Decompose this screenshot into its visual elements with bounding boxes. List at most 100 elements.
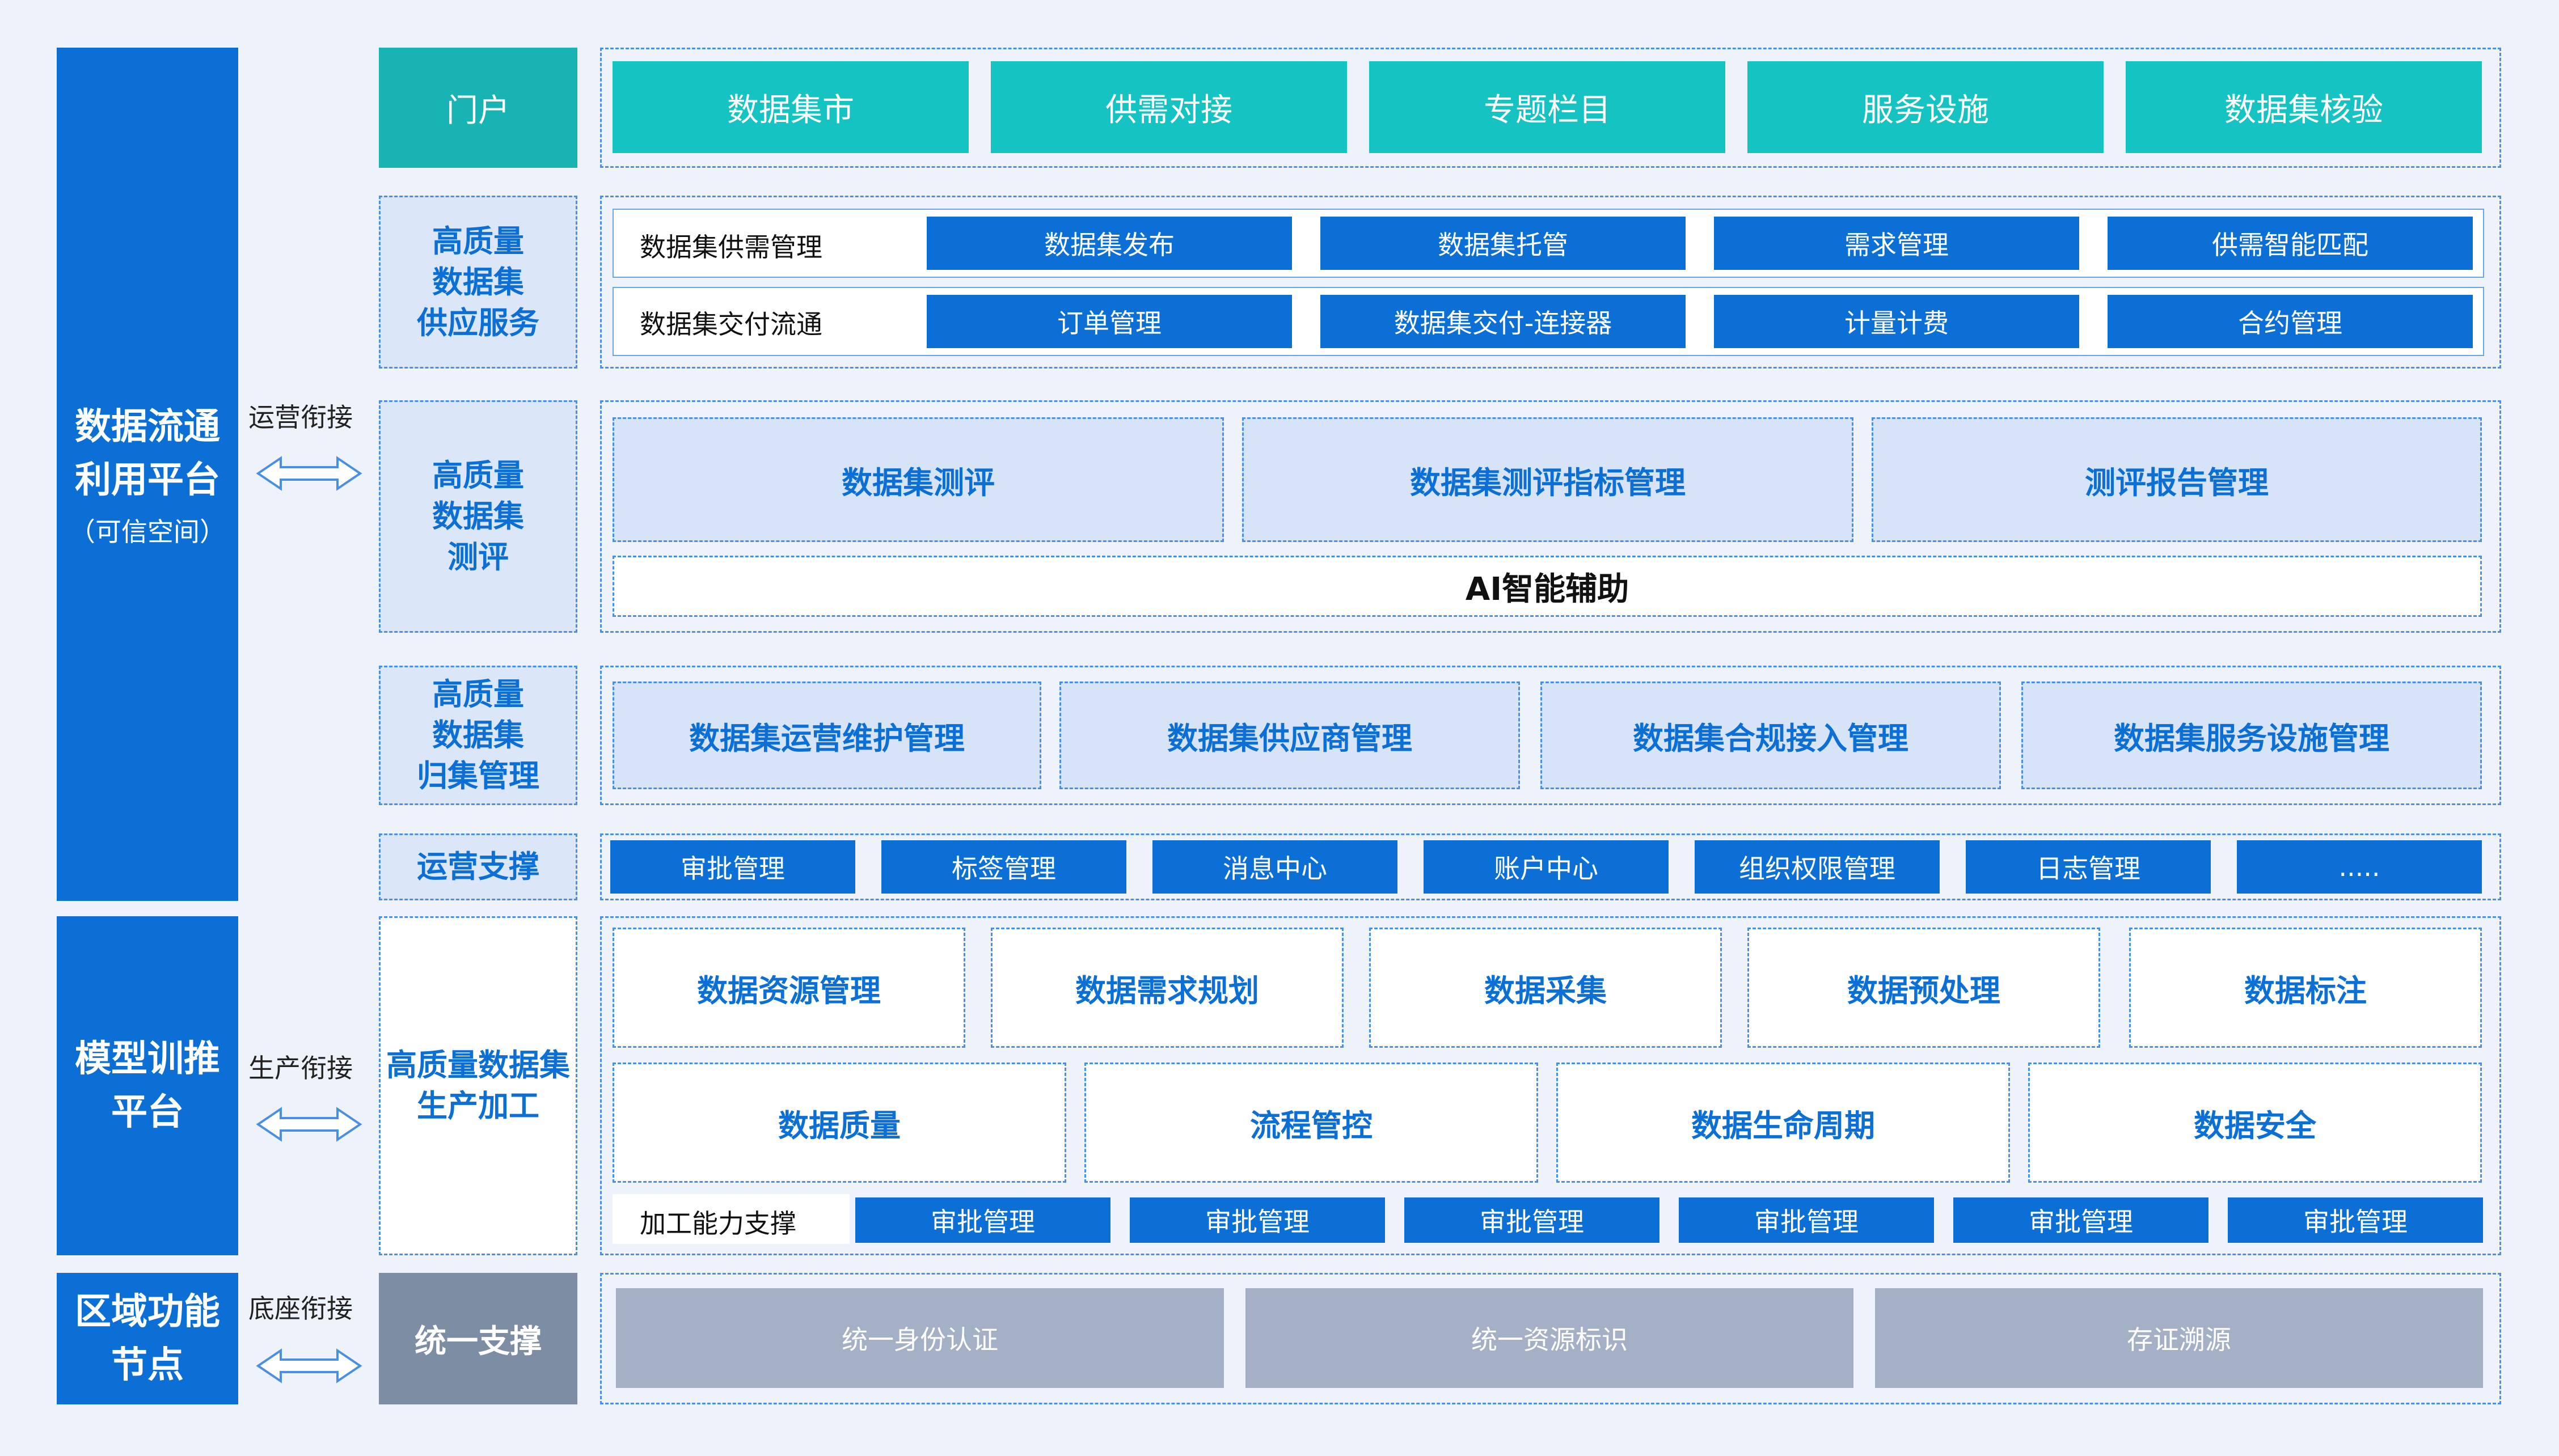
production-item[interactable]: 数据需求规划 bbox=[991, 928, 1344, 1048]
ops-item[interactable]: 账户中心 bbox=[1424, 840, 1669, 894]
supply-item-label: 需求管理 bbox=[1844, 230, 1949, 260]
ops-item[interactable]: ..... bbox=[2237, 840, 2482, 894]
supply-frame bbox=[600, 196, 2501, 369]
production-item[interactable]: 数据采集 bbox=[1369, 928, 1722, 1048]
eval-item-label: 测评报告管理 bbox=[2085, 464, 2269, 501]
unified-item-label: 存证溯源 bbox=[2127, 1324, 2231, 1355]
portal-item[interactable]: 数据集市 bbox=[613, 61, 969, 153]
eval-item[interactable]: 数据集测评 bbox=[613, 417, 1224, 542]
ops-item[interactable]: 组织权限管理 bbox=[1695, 840, 1940, 894]
supply-item[interactable]: 数据集交付-连接器 bbox=[1320, 295, 1686, 348]
platform-subtitle: （可信空间） bbox=[69, 516, 226, 547]
ops-item[interactable]: 审批管理 bbox=[610, 840, 855, 894]
layer-label-text: 高质量数据集 生产加工 bbox=[386, 1047, 570, 1124]
ops-item-label: 消息中心 bbox=[1223, 853, 1327, 884]
unified-item-label: 统一资源标识 bbox=[1471, 1324, 1628, 1355]
ops-frame bbox=[600, 833, 2501, 900]
production-item-label: 数据采集 bbox=[1484, 972, 1607, 1009]
platform-model-training: 模型训推 平台 bbox=[57, 916, 238, 1255]
processing-support-item[interactable]: 审批管理 bbox=[1953, 1197, 2208, 1243]
production-item[interactable]: 数据质量 bbox=[613, 1063, 1066, 1183]
ops-item-label: 审批管理 bbox=[681, 853, 785, 884]
processing-support-item[interactable]: 审批管理 bbox=[1404, 1197, 1659, 1243]
collect-item[interactable]: 数据集供应商管理 bbox=[1059, 682, 1520, 789]
layer-label-text: 高质量 数据集 归集管理 bbox=[417, 676, 539, 794]
production-item[interactable]: 流程管控 bbox=[1084, 1063, 1538, 1183]
unified-frame bbox=[600, 1273, 2501, 1404]
platform-title: 模型训推 平台 bbox=[75, 1038, 220, 1133]
layer-label-text: 统一支撑 bbox=[415, 1323, 542, 1360]
production-item-label: 数据预处理 bbox=[1847, 972, 2000, 1009]
portal-item[interactable]: 供需对接 bbox=[991, 61, 1347, 153]
eval-item-label: 数据集测评指标管理 bbox=[1410, 464, 1686, 501]
supply-item[interactable]: 数据集发布 bbox=[927, 217, 1292, 270]
supply-item[interactable]: 数据集托管 bbox=[1320, 217, 1686, 270]
connector-base-label: 底座衔接 bbox=[248, 1293, 353, 1324]
supply-item-label: 供需智能匹配 bbox=[2212, 230, 2368, 260]
production-item-label: 数据生命周期 bbox=[1691, 1107, 1875, 1144]
processing-support-item-label: 审批管理 bbox=[2303, 1207, 2408, 1237]
production-item[interactable]: 数据预处理 bbox=[1747, 928, 2100, 1048]
production-item[interactable]: 数据资源管理 bbox=[613, 928, 965, 1048]
supply-item-label: 计量计费 bbox=[1844, 308, 1949, 338]
eval-item[interactable]: 测评报告管理 bbox=[1872, 417, 2482, 542]
supply-item[interactable]: 需求管理 bbox=[1714, 217, 2079, 270]
supply-item[interactable]: 订单管理 bbox=[927, 295, 1292, 348]
portal-item[interactable]: 服务设施 bbox=[1747, 61, 2104, 153]
eval-item[interactable]: 数据集测评指标管理 bbox=[1242, 417, 1853, 542]
processing-support-item[interactable]: 审批管理 bbox=[855, 1197, 1110, 1243]
unified-item[interactable]: 统一资源标识 bbox=[1245, 1288, 1853, 1388]
ai-assist-bar[interactable]: AI智能辅助 bbox=[613, 556, 2482, 617]
portal-item[interactable]: 专题栏目 bbox=[1369, 61, 1725, 153]
layer-label-unified: 统一支撑 bbox=[379, 1273, 577, 1404]
portal-frame bbox=[600, 48, 2501, 168]
ops-item-label: 账户中心 bbox=[1494, 853, 1598, 884]
processing-support-item-label: 审批管理 bbox=[1754, 1207, 1859, 1237]
production-item[interactable]: 数据安全 bbox=[2028, 1063, 2482, 1183]
production-frame bbox=[600, 916, 2501, 1255]
double-arrow-icon bbox=[255, 454, 363, 493]
layer-label-eval: 高质量 数据集 测评 bbox=[379, 400, 577, 633]
layer-label-collect: 高质量 数据集 归集管理 bbox=[379, 666, 577, 805]
ops-item[interactable]: 标签管理 bbox=[881, 840, 1126, 894]
layer-label-text: 运营支撑 bbox=[417, 849, 539, 884]
ops-item-label: 日志管理 bbox=[2036, 853, 2140, 884]
production-item-label: 数据标注 bbox=[2244, 972, 2367, 1009]
ops-item[interactable]: 日志管理 bbox=[1966, 840, 2211, 894]
production-item[interactable]: 数据生命周期 bbox=[1556, 1063, 2010, 1183]
portal-item-label: 供需对接 bbox=[1105, 91, 1232, 129]
connector-production-label: 生产衔接 bbox=[248, 1053, 353, 1083]
processing-support-item[interactable]: 审批管理 bbox=[1679, 1197, 1934, 1243]
unified-item[interactable]: 存证溯源 bbox=[1875, 1288, 2483, 1388]
unified-item[interactable]: 统一身份认证 bbox=[616, 1288, 1224, 1388]
ops-item-label: 组织权限管理 bbox=[1739, 853, 1895, 884]
production-item-label: 流程管控 bbox=[1250, 1107, 1373, 1144]
supply-item[interactable]: 计量计费 bbox=[1714, 295, 2079, 348]
production-item-label: 数据安全 bbox=[2194, 1107, 2316, 1144]
collect-item[interactable]: 数据集服务设施管理 bbox=[2021, 682, 2482, 789]
connector-ops-label: 运营衔接 bbox=[248, 402, 353, 433]
collect-item[interactable]: 数据集运营维护管理 bbox=[613, 682, 1041, 789]
supply-item-label: 数据集交付-连接器 bbox=[1393, 308, 1612, 338]
collect-item[interactable]: 数据集合规接入管理 bbox=[1540, 682, 2001, 789]
platform-title: 数据流通 利用平台 bbox=[75, 405, 220, 501]
processing-support-item-label: 审批管理 bbox=[931, 1207, 1035, 1237]
processing-support-label: 加工能力支撑 bbox=[640, 1208, 796, 1239]
supply-row-name: 数据集供需管理 bbox=[640, 232, 822, 263]
supply-item-label: 数据集托管 bbox=[1438, 230, 1568, 260]
platform-title: 区域功能 节点 bbox=[75, 1291, 220, 1386]
supply-item[interactable]: 合约管理 bbox=[2108, 295, 2473, 348]
supply-item[interactable]: 供需智能匹配 bbox=[2108, 217, 2473, 270]
processing-support-item[interactable]: 审批管理 bbox=[2228, 1197, 2483, 1243]
supply-row-name: 数据集交付流通 bbox=[640, 309, 822, 340]
ops-item-label: ..... bbox=[2338, 852, 2380, 882]
layer-label-ops: 运营支撑 bbox=[379, 833, 577, 900]
double-arrow-icon bbox=[255, 1104, 363, 1144]
processing-support-item[interactable]: 审批管理 bbox=[1130, 1197, 1385, 1243]
ops-item[interactable]: 消息中心 bbox=[1152, 840, 1397, 894]
layer-label-production: 高质量数据集 生产加工 bbox=[379, 916, 577, 1255]
portal-item[interactable]: 数据集核验 bbox=[2126, 61, 2482, 153]
production-item-label: 数据质量 bbox=[778, 1107, 901, 1144]
collect-item-label: 数据集合规接入管理 bbox=[1633, 720, 1908, 756]
production-item[interactable]: 数据标注 bbox=[2129, 928, 2482, 1048]
